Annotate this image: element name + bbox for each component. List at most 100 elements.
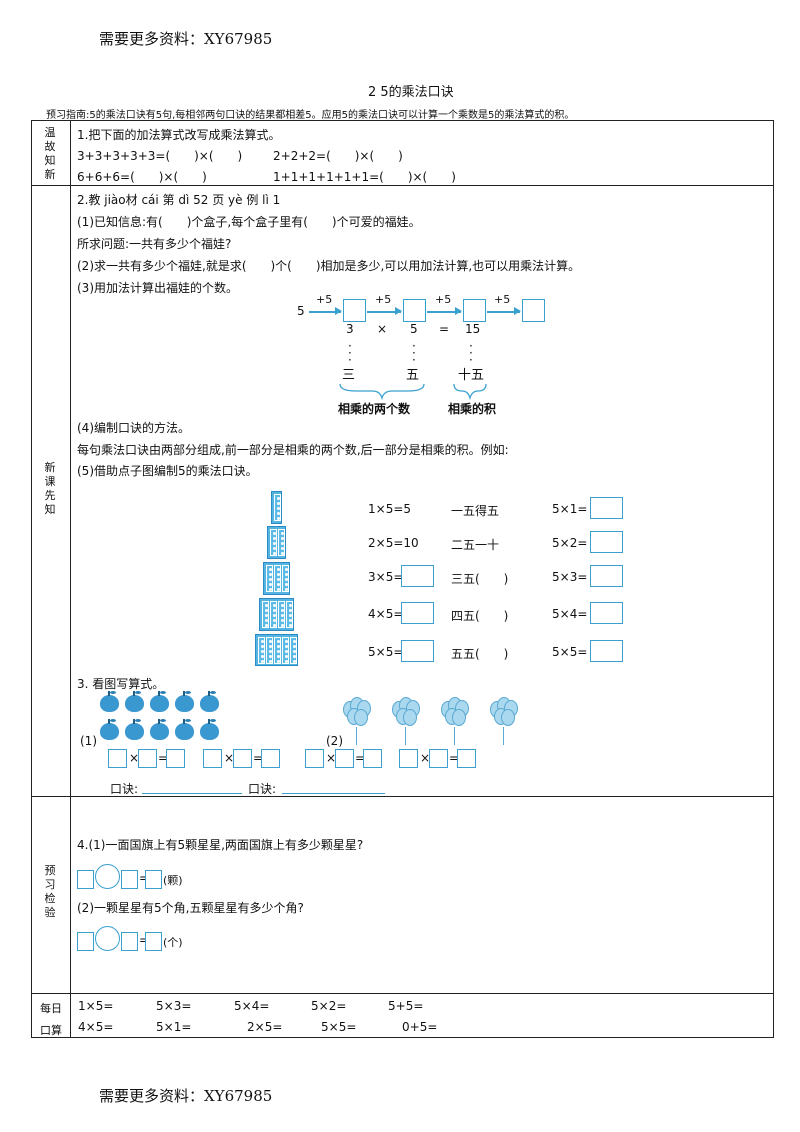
formula-col3: 5×3= xyxy=(552,570,588,584)
formula-col1: 5×5= xyxy=(368,645,404,659)
times-sign: × xyxy=(224,751,235,765)
drill-item: 4×5= xyxy=(78,1020,114,1034)
answer-box[interactable] xyxy=(305,749,324,768)
answer-box[interactable] xyxy=(77,870,94,889)
apple-icon xyxy=(150,691,169,712)
q2-explanation: 每句乘法口诀由两部分组成,前一部分是相乘的两个数,后一部分是相乘的积。例如: xyxy=(77,443,509,457)
dot xyxy=(272,619,276,622)
answer-box[interactable] xyxy=(590,640,623,662)
factor-2: 5 xyxy=(410,322,418,336)
dot xyxy=(272,542,276,545)
answer-box[interactable] xyxy=(457,749,476,768)
dot-card xyxy=(285,601,293,628)
q2-part5: (5)借助点子图编制5的乘法口诀。 xyxy=(77,464,258,478)
answer-box[interactable] xyxy=(590,531,623,553)
dot xyxy=(268,573,272,576)
answer-box[interactable] xyxy=(590,602,623,624)
unit-label: (颗) xyxy=(163,874,183,887)
preview-guide: 预习指南:5的乘法口诀有5句,每相邻两句口诀的结果都相差5。应用5的乘法口诀可以… xyxy=(46,110,575,121)
answer-box[interactable] xyxy=(233,749,252,768)
dot-card xyxy=(265,637,273,664)
q2-known-info: (1)已知信息:有( )个盒子,每个盒子里有( )个可爱的福娃。 xyxy=(77,215,421,229)
balloon-icon xyxy=(403,709,417,726)
formula-col3: 5×2= xyxy=(552,536,588,550)
dot xyxy=(272,547,276,550)
answer-box[interactable] xyxy=(522,299,545,322)
dot-card xyxy=(281,565,289,592)
drill-item: 2×5= xyxy=(247,1020,283,1034)
dot xyxy=(272,614,276,617)
drill-item: 5+5= xyxy=(388,999,424,1013)
answer-box[interactable] xyxy=(363,749,382,768)
answer-box[interactable] xyxy=(335,749,354,768)
answer-box[interactable] xyxy=(403,299,426,322)
section-label-review: 温故知新 xyxy=(44,126,56,181)
answer-box[interactable] xyxy=(203,749,222,768)
step-label: +5 xyxy=(435,293,452,306)
dot xyxy=(280,542,284,545)
dot-card-row xyxy=(254,634,298,666)
chain-start: 5 xyxy=(297,304,305,318)
dot xyxy=(284,645,288,648)
formula-col1: 2×5=10 xyxy=(368,536,419,550)
balloon-icon xyxy=(452,709,466,726)
answer-box[interactable] xyxy=(77,932,94,951)
dot xyxy=(280,619,284,622)
answer-box[interactable] xyxy=(590,565,623,587)
q2-part3: (3)用加法计算出福娃的个数。 xyxy=(77,281,238,295)
dot xyxy=(276,517,280,520)
times-sign: × xyxy=(326,751,337,765)
answer-box[interactable] xyxy=(463,299,486,322)
dot xyxy=(260,645,264,648)
q2-question: 所求问题:一共有多少个福娃? xyxy=(77,237,232,251)
kouj-label-2: 口诀: xyxy=(248,782,277,796)
kouj-line-2[interactable] xyxy=(282,793,385,794)
answer-box[interactable] xyxy=(343,299,366,322)
drill-item: 5×2= xyxy=(311,999,347,1013)
operator-circle[interactable] xyxy=(95,926,120,951)
formula-col3: 5×1= xyxy=(552,502,588,516)
answer-box[interactable] xyxy=(108,749,127,768)
apple-icon xyxy=(125,719,144,740)
dot-card-row xyxy=(262,562,290,595)
dot xyxy=(292,660,296,663)
drill-item: 5×1= xyxy=(156,1020,192,1034)
arrow-icon xyxy=(487,308,521,314)
dot xyxy=(276,655,280,658)
answer-box[interactable] xyxy=(429,749,448,768)
answer-box[interactable] xyxy=(261,749,280,768)
q1-title: 1.把下面的加法算式改写成乘法算式。 xyxy=(77,128,281,142)
dot xyxy=(260,655,264,658)
dot xyxy=(284,655,288,658)
answer-box[interactable] xyxy=(145,932,162,951)
arrow-icon xyxy=(309,308,342,314)
rhyme-col2: 四五( ) xyxy=(451,609,509,623)
dot xyxy=(268,650,272,653)
operator-circle[interactable] xyxy=(95,864,120,889)
kouj-line-1[interactable] xyxy=(142,793,242,794)
answer-box[interactable] xyxy=(121,870,138,889)
dot xyxy=(272,537,276,540)
answer-box[interactable] xyxy=(145,870,162,889)
q1-item-d: 1+1+1+1+1+1=( )×( ) xyxy=(273,170,456,184)
answer-box[interactable] xyxy=(401,565,434,587)
apple-icon xyxy=(100,719,119,740)
chinese-factor-2: 五 xyxy=(406,368,420,383)
row-divider xyxy=(31,993,774,994)
answer-box[interactable] xyxy=(166,749,185,768)
dot xyxy=(288,619,292,622)
answer-box[interactable] xyxy=(121,932,138,951)
dot-card xyxy=(277,529,285,556)
answer-box[interactable] xyxy=(590,497,623,519)
answer-box[interactable] xyxy=(401,602,434,624)
dot xyxy=(264,619,268,622)
q1-item-c: 6+6+6=( )×( ) xyxy=(77,170,207,184)
dot xyxy=(280,547,284,550)
answer-box[interactable] xyxy=(138,749,157,768)
answer-box[interactable] xyxy=(399,749,418,768)
q2-part4: (4)编制口诀的方法。 xyxy=(77,421,190,435)
answer-box[interactable] xyxy=(401,640,434,662)
dot xyxy=(280,552,284,555)
dot-card-row xyxy=(270,491,282,524)
balloon-string xyxy=(405,727,406,745)
